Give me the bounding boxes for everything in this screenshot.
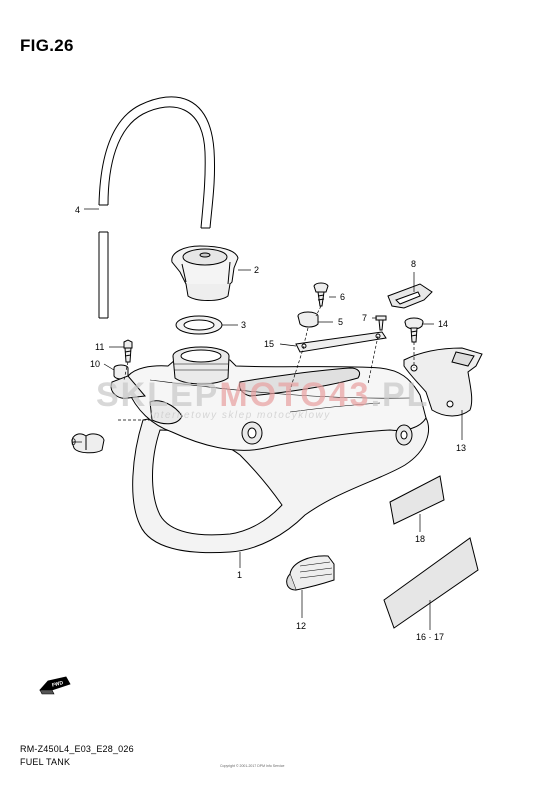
leader-lines [72,208,463,630]
protector-12[interactable] [286,555,335,591]
watermark: SKLEPMOTO43.PL internetowy sklep motocyk… [96,376,429,421]
band-8[interactable] [387,283,433,309]
label-part-15[interactable]: 15 [264,339,274,349]
watermark-brand-1: SKLEP [96,376,219,414]
cushion-9[interactable] [71,433,105,454]
copyright-notice: Copyright © 2001-2017 DPM Info Service [220,764,285,768]
label-part-5[interactable]: 5 [338,317,343,327]
watermark-tagline: internetowy sklep motocyklowy [150,410,331,421]
fuel-cap[interactable] [171,245,239,301]
watermark-brand-3: 43 [329,376,371,414]
screw-7[interactable] [375,315,387,331]
cap-gasket[interactable] [175,315,223,335]
cushion-5[interactable] [297,311,319,328]
model-code: RM-Z450L4_E03_E28_026 [20,744,134,754]
fwd-text: FWD [51,680,64,689]
watermark-brand-4: .PL [371,376,430,414]
label-part-3[interactable]: 3 [241,320,246,330]
part-labels: 4 2 3 11 10 9 1 6 5 7 8 14 15 13 18 16 ·… [71,205,466,642]
plate-15[interactable] [295,331,387,353]
label-part-14[interactable]: 14 [438,319,448,329]
watermark-brand-2: MOTO [219,376,328,414]
svg-text:SKLEPMOTO43.PL: SKLEPMOTO43.PL [96,376,429,414]
fuel-tank-body[interactable] [110,346,429,554]
label-part-6[interactable]: 6 [340,292,345,302]
bolt-14[interactable] [404,317,424,343]
label-part-18[interactable]: 18 [415,534,425,544]
label-part-10[interactable]: 10 [90,359,100,369]
label-part-4[interactable]: 4 [75,205,80,215]
fwd-arrow-icon: FWD [39,676,71,695]
label-part-1[interactable]: 1 [237,570,242,580]
label-part-8[interactable]: 8 [411,259,416,269]
label-part-9[interactable]: 9 [71,437,76,447]
label-16-17[interactable] [383,537,479,629]
breather-hose[interactable] [98,96,216,319]
bolt-6[interactable] [313,282,329,307]
figure-title: FIG.26 [20,36,74,55]
label-part-16-17[interactable]: 16 · 17 [416,632,444,642]
label-18[interactable] [389,475,445,525]
bracket-13[interactable] [403,347,483,417]
label-part-12[interactable]: 12 [296,621,306,631]
label-part-7[interactable]: 7 [362,313,367,323]
section-name: FUEL TANK [20,757,71,767]
label-part-2[interactable]: 2 [254,265,259,275]
label-part-11[interactable]: 11 [95,342,104,352]
collar-10[interactable] [113,364,129,380]
bolt-11[interactable] [123,339,133,363]
label-part-13[interactable]: 13 [456,443,466,453]
